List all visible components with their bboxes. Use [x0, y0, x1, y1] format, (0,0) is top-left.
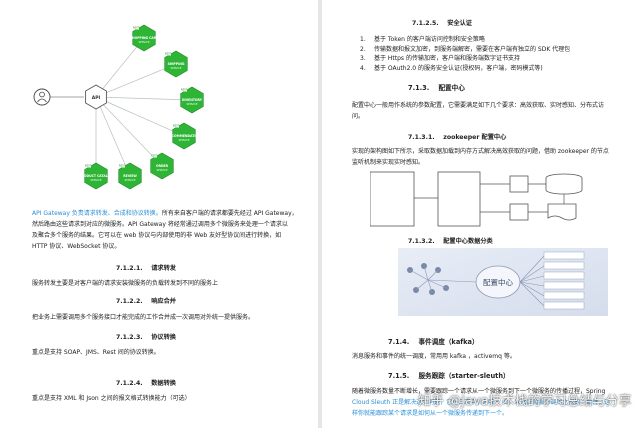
service-name: INVENTORY [182, 98, 203, 102]
section-7-1-4-heading: 7.1.4. 事件调度（kafka） [388, 338, 479, 346]
rest-badge-label: REST [173, 125, 180, 128]
security-list-item: 4. 基于 OAuth2.0 的服务安全认证(授权码，客户端，密码模式等) [360, 64, 630, 74]
zhihu-watermark: 知乎 @Java技术栈的学习总结与分享 [418, 394, 632, 409]
service-sub: SERVICE [187, 102, 198, 106]
service-node [172, 122, 196, 150]
service-node [164, 50, 188, 78]
page-gutter [318, 0, 322, 428]
config-center-body-2: 问。 [352, 113, 365, 120]
rest-badge-label: REST [151, 155, 158, 158]
zookeeper-architecture-diagram [370, 171, 583, 227]
service-name: PRODUCT CATALOG [79, 174, 113, 178]
list-text: 基于 OAuth2.0 的服务安全认证(授权码，客户端，密码模式等) [374, 64, 543, 72]
section-7-1-2-1-heading: 7.1.2.1. 请求转发 [116, 265, 176, 272]
intro-line: 及聚合多个服务的结果。它可以在 web 协议与内部使用的非 Web 友好型协议间… [32, 230, 294, 241]
rest-badge-label: REST [85, 165, 92, 168]
config-center-classification-diagram: 配置中心 [398, 248, 608, 316]
service-node [180, 86, 204, 114]
rest-badge [133, 26, 139, 30]
security-list-item: 1. 基于 Token 的客户端访问控制和安全策略 [360, 35, 630, 45]
user-icon-body [37, 98, 47, 103]
service-sub: SERVICE [157, 168, 168, 172]
service-name: SHOPPING CART [130, 36, 159, 40]
service-sub: SERVICE [139, 40, 150, 44]
section-7-1-2-2-heading: 7.1.2.2. 响应合并 [116, 298, 176, 305]
rest-badge-label: REST [119, 165, 126, 168]
intro-text: HTTP 协议、WebSocket 协议。 [32, 243, 121, 250]
section-7-1-2-4-heading: 7.1.2.4. 数据转换 [116, 380, 176, 387]
security-list: 1. 基于 Token 的客户端访问控制和安全策略 2. 传输数据和报文加密，到服务端… [360, 35, 630, 73]
rest-badge [85, 164, 91, 168]
section-7-1-3-1-heading: 7.1.3.1. zookeeper 配置中心 [408, 134, 507, 141]
user-icon-head [39, 91, 45, 98]
list-text: 基于 Token 的客户端访问控制和安全策略 [374, 36, 485, 43]
rest-badge-label: REST [133, 27, 140, 30]
connector-line [95, 96, 193, 101]
right-page: 7.1.2.5. 安全认证 1. 基于 Token 的客户端访问控制和安全策略 2.… [322, 0, 640, 428]
security-list-item: 3. 基于 Https 的传输加密，客户端和服务端数字证书支持 [360, 54, 630, 64]
connector-line [95, 63, 177, 98]
rest-badge [165, 52, 171, 56]
service-name: SHIPPING [168, 62, 185, 66]
section-7-1-2-5-heading: 7.1.2.5. 安全认证 [412, 20, 472, 27]
service-name: REVIEW [123, 174, 137, 178]
rest-badge [119, 164, 125, 168]
intro-line: API Gateway 负责请求转发、合成和协议转换。所有来自客户端的请求都要先… [32, 208, 298, 219]
zookeeper-body-2: 监听机制来实现实时感知。 [352, 159, 425, 166]
connector-line [95, 37, 145, 98]
section-7-1-2-3-body: 重点是支持 SOAP、JMS、Rest 间的协议转换。 [32, 349, 160, 356]
security-list-item: 2. 传输数据和报文加密，到服务端解密，需要在客户端有独立的 SDK 代理包 [360, 45, 630, 55]
service-node [84, 162, 108, 190]
rest-badge-label: REST [181, 89, 188, 92]
rest-badge [173, 124, 179, 128]
event-scheduling-body: 消息服务和事件的统一调度，常用用 kafka ，activemq 等。 [352, 353, 516, 360]
intro-highlight: API Gateway 负责请求转发、合成和协议转换。 [32, 210, 162, 217]
intro-paragraph: API Gateway 负责请求转发、合成和协议转换。所有来自客户端的请求都要先… [32, 208, 298, 252]
service-node [132, 24, 156, 52]
list-number: 4. [360, 64, 366, 72]
intro-line: 然后路由这些请求到对应的微服务。API Gateway 将经常通过调用多个微服务… [32, 219, 294, 230]
service-node [118, 162, 142, 190]
rest-badge [181, 88, 187, 92]
list-number: 3. [360, 55, 366, 62]
tracing-body-2: Cloud Sleuth 正是解决这个问题，它在日志中引入唯一 ID，以保证微服… [352, 399, 611, 406]
list-text: 传输数据和报文加密，到服务端解密，需要在客户端有独立的 SDK 代理包 [374, 45, 571, 53]
config-center-body-1: 配置中心一般用作系统的参数配置，它需要满足如下几个要求：高效获取、实时感知、分布… [352, 102, 605, 109]
service-name: RECOMMENDATION [167, 134, 201, 138]
zookeeper-body-1: 实现的架构图如下所示，采取数据加载到内存方式解决高效获取的问题，借助 zooke… [352, 148, 609, 155]
list-text: 基于 Https 的传输加密，客户端和服务端数字证书支持 [374, 55, 520, 62]
intro-text: 所有来自客户端的请求都要先经过 API Gateway， [161, 210, 298, 217]
service-sub: SERVICE [125, 178, 136, 182]
config-center-node-label: 配置中心 [483, 277, 513, 287]
intro-text: 然后路由这些请求到对应的微服务。API Gateway 将经常通过调用多个微服务… [32, 221, 288, 228]
tracing-body-1: 随着微服务数量不断增长，需要跟踪一个请求从一个微服务到下一个微服务的传播过程，S… [352, 388, 606, 395]
section-7-1-2-2-body: 把业务上需要调用多个服务接口才能完成的工作合并成一次调用对外统一提供服务。 [32, 314, 255, 321]
intro-line: HTTP 协议、WebSocket 协议。 [32, 241, 294, 252]
tracing-body-3: 样你就能跟踪某个请求是如何从一个微服务传递到下一个。 [352, 410, 509, 417]
service-sub: SERVICE [179, 138, 190, 142]
section-7-1-3-heading: 7.1.3. 配置中心 [408, 84, 465, 92]
section-7-1-2-1-body: 服务转发主要是对客户端的请求安装微服务的负载转发到不同的服务上 [32, 280, 219, 287]
service-sub: SERVICE [91, 178, 102, 182]
section-7-1-2-4-body: 重点是支持 XML 和 Json 之间的报文格式转换能力（可选） [32, 395, 191, 402]
gateway-node [85, 84, 107, 110]
section-7-1-2-3-heading: 7.1.2.3. 协议转换 [116, 334, 176, 341]
connector-line [95, 96, 131, 177]
gateway-label: API [92, 95, 101, 101]
list-number: 2. [360, 45, 366, 53]
list-number: 1. [360, 36, 366, 43]
service-sub: SERVICE [171, 66, 182, 70]
rest-badge [151, 154, 157, 158]
section-7-1-5-heading: 7.1.5. 服务跟踪（starter-sleuth） [388, 372, 510, 380]
service-node [150, 152, 174, 180]
service-name: ORDER [156, 164, 169, 168]
section-7-1-3-2-heading: 7.1.3.2. 配置中心数据分类 [408, 238, 493, 245]
connector-line [95, 96, 185, 137]
intro-text: 及聚合多个服务的结果。它可以在 web 协议与内部使用的非 Web 友好型协议间… [32, 232, 282, 239]
rest-badge-label: REST [165, 53, 172, 56]
